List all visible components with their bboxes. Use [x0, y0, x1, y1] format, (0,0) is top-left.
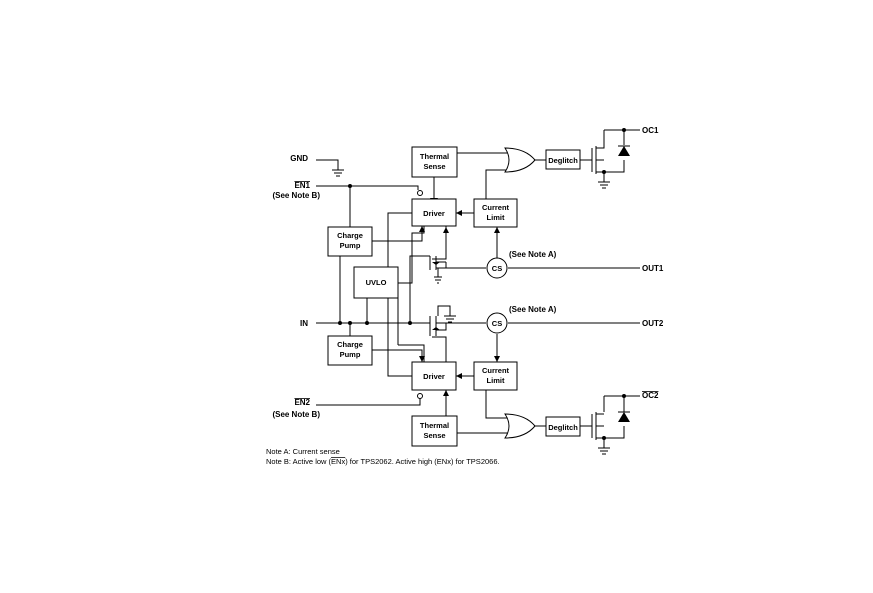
note-a: Note A: Current sense — [266, 447, 340, 456]
diode-2 — [618, 412, 630, 422]
diode-1 — [618, 146, 630, 156]
pin-en2-note: (See Note B) — [272, 410, 320, 419]
current-limit-2-block — [473, 361, 518, 391]
junction-dot — [622, 394, 626, 398]
cs-1-sensor — [486, 257, 508, 279]
thermal-sense-2-line1: Thermal — [420, 421, 449, 430]
pin-out2-label: OUT2 — [642, 319, 664, 328]
pin-en2-label: EN2 — [294, 398, 310, 407]
note-b: Note B: Active low (ENx) for TPS2062. Ac… — [266, 457, 500, 466]
pin-out1-label: OUT1 — [642, 264, 664, 273]
charge-pump-2-line1: Charge — [337, 340, 363, 349]
driver-1-block — [411, 198, 457, 227]
junction-dot — [622, 128, 626, 132]
thermal-sense-1-line2: Sense — [423, 162, 445, 171]
deglitch-1-block — [545, 149, 581, 170]
thermal-sense-2-block — [411, 415, 458, 447]
charge-pump-1-line1: Charge — [337, 231, 363, 240]
charge-pump-1-block — [327, 226, 373, 257]
current-limit-1-line2: Limit — [487, 213, 505, 222]
note-b-suffix: ) for TPS2062. Active high (ENx) for TPS… — [345, 457, 499, 466]
junction-dot — [338, 321, 342, 325]
junction-dot — [365, 321, 369, 325]
thermal-sense-1-line1: Thermal — [420, 152, 449, 161]
cs-2-label: CS — [492, 319, 502, 328]
cs-1-label: CS — [492, 264, 502, 273]
note-b-prefix: Note B: Active low ( — [266, 457, 332, 466]
en2-inversion-bubble — [417, 393, 423, 399]
en1-inversion-bubble — [417, 190, 423, 196]
see-note-a-2: (See Note A) — [509, 305, 557, 314]
thermal-sense-2-line2: Sense — [423, 431, 445, 440]
thermal-sense-1-block — [411, 146, 458, 178]
current-limit-2-line2: Limit — [487, 376, 505, 385]
junction-dot — [602, 170, 606, 174]
driver-2-block — [411, 361, 457, 391]
current-limit-2-line1: Current — [482, 366, 510, 375]
current-limit-1-line1: Current — [482, 203, 510, 212]
pin-in-label: IN — [300, 319, 308, 328]
driver-1-label: Driver — [423, 209, 445, 218]
pin-oc2-label: OC2 — [642, 391, 659, 400]
deglitch-2-label: Deglitch — [548, 423, 578, 432]
or-gate-1 — [504, 147, 536, 173]
deglitch-1-label: Deglitch — [548, 156, 578, 165]
charge-pump-2-block — [327, 335, 373, 366]
junction-dot — [348, 321, 352, 325]
junction-dot — [408, 321, 412, 325]
pin-en1-label: EN1 — [294, 181, 310, 190]
junction-dot — [348, 184, 352, 188]
uvlo-label: UVLO — [366, 278, 387, 287]
uvlo-block — [353, 266, 399, 299]
current-limit-1-block — [473, 198, 518, 228]
junction-dots — [338, 128, 626, 440]
or-gate-2 — [504, 413, 536, 439]
junction-dot — [602, 436, 606, 440]
cs-2-sensor — [486, 312, 508, 334]
charge-pump-2-line2: Pump — [340, 350, 361, 359]
see-note-a-1: (See Note A) — [509, 250, 557, 259]
pin-gnd-label: GND — [290, 154, 308, 163]
pin-oc1-label: OC1 — [642, 126, 659, 135]
driver-2-label: Driver — [423, 372, 445, 381]
deglitch-2-block — [545, 416, 581, 437]
note-b-enx-overline: ENx — [331, 457, 345, 466]
charge-pump-1-line2: Pump — [340, 241, 361, 250]
pin-en1-note: (See Note B) — [272, 191, 320, 200]
